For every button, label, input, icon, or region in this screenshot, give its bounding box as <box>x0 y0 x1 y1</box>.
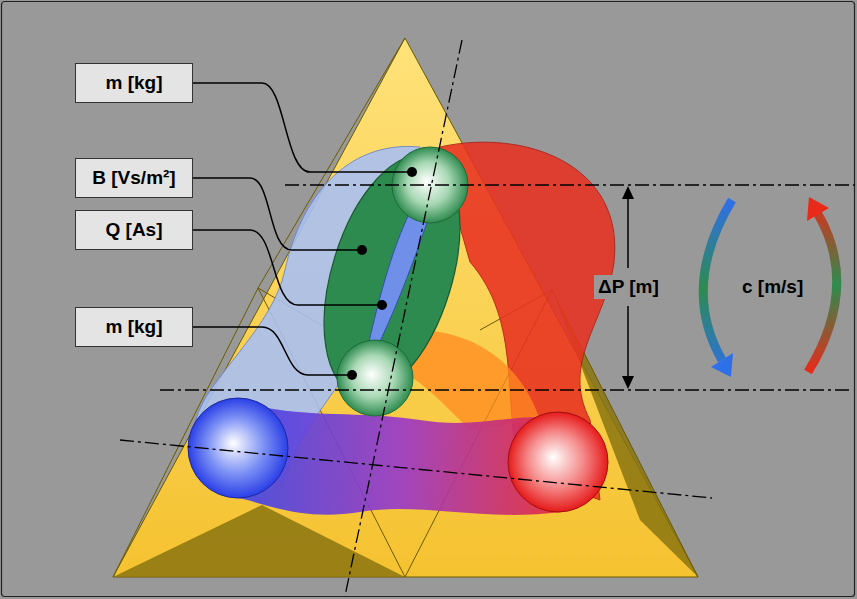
quantity-label: B [Vs/m²] <box>92 167 175 189</box>
leader-line <box>180 178 362 250</box>
quantity-label: m [kg] <box>106 72 163 94</box>
speed-arrow <box>703 200 732 360</box>
tetrahedron-face <box>113 505 405 577</box>
axis-line <box>345 40 462 596</box>
dimension-line <box>285 184 855 185</box>
leader-dot <box>377 300 387 310</box>
red-sphere <box>508 412 608 512</box>
dimension-shaft <box>627 196 629 268</box>
leader-line <box>180 327 352 375</box>
label-box: m [kg] <box>75 63 193 103</box>
arrowhead <box>622 376 634 389</box>
quantity-label: Q [As] <box>106 219 163 241</box>
tetrahedron-edges <box>113 38 698 577</box>
axis-line <box>120 440 712 498</box>
leader-lines <box>180 83 412 375</box>
quantity-label: m [kg] <box>106 316 163 338</box>
arrowhead <box>807 197 829 221</box>
dimension-line <box>160 389 850 390</box>
arrowhead <box>711 353 733 377</box>
leader-dot <box>347 370 357 380</box>
tetrahedron <box>113 38 698 577</box>
leader-line <box>180 83 412 172</box>
dimension-shaft <box>627 306 629 379</box>
mass-sphere <box>337 340 413 416</box>
speed-arrow <box>808 214 837 372</box>
axis-lines <box>120 40 855 596</box>
arrowhead <box>622 186 634 199</box>
label-box: Q [As] <box>75 210 193 250</box>
leader-line <box>180 230 382 305</box>
label-box: m [kg] <box>75 307 193 347</box>
label-box: B [Vs/m²] <box>75 158 193 198</box>
dimension-label: ΔP [m] <box>594 275 663 299</box>
leader-dots <box>347 167 417 380</box>
leader-dot <box>357 245 367 255</box>
leader-dot <box>407 167 417 177</box>
speed-label: c [m/s] <box>738 275 807 299</box>
